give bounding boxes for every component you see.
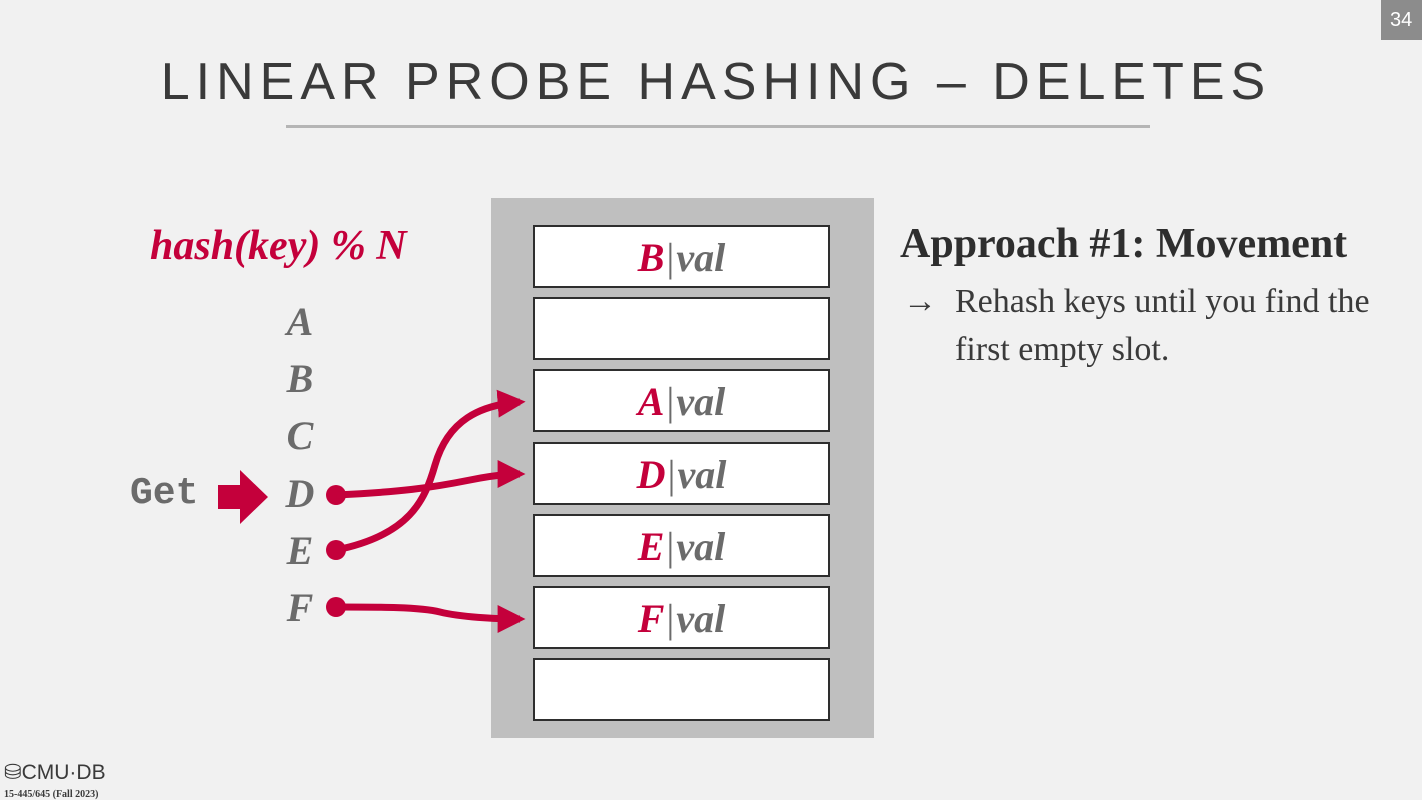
slide-title: LINEAR PROBE HASHING – DELETES bbox=[160, 53, 1272, 111]
slot-value: val bbox=[677, 452, 727, 497]
key-b: B bbox=[286, 356, 314, 401]
slot-6 bbox=[533, 658, 830, 721]
slot-0: B|val bbox=[533, 225, 830, 288]
slot-3: D|val bbox=[533, 442, 830, 505]
slot-2: A|val bbox=[533, 369, 830, 432]
key-d: D bbox=[285, 471, 315, 516]
slot-separator: | bbox=[666, 524, 675, 569]
slot-separator: | bbox=[667, 452, 676, 497]
slot-value: val bbox=[676, 524, 726, 569]
slot-separator: | bbox=[666, 379, 675, 424]
title-underline bbox=[286, 125, 1150, 128]
slot-key: E bbox=[637, 524, 665, 569]
arrow-e-to-slot bbox=[335, 389, 526, 554]
course-label: 15-445/645 (Fall 2023) bbox=[4, 789, 99, 800]
key-e: E bbox=[286, 528, 314, 573]
arrow-f-to-slot bbox=[335, 603, 526, 633]
slot-value: val bbox=[676, 596, 726, 641]
hash-function-label: hash(key) % N bbox=[150, 223, 407, 269]
slot-key: D bbox=[636, 452, 666, 497]
approach-bullet: → Rehash keys until you find the first e… bbox=[903, 278, 1403, 374]
bullet-text: Rehash keys until you find the first emp… bbox=[955, 283, 1370, 368]
slot-key: A bbox=[637, 379, 665, 424]
slot-1 bbox=[533, 297, 830, 360]
arrow-d-to-slot bbox=[335, 460, 526, 499]
get-arrow-icon bbox=[218, 470, 268, 524]
key-f: F bbox=[286, 585, 314, 630]
page-number: 34 bbox=[1381, 0, 1422, 40]
slot-4: E|val bbox=[533, 514, 830, 577]
slot-5: F|val bbox=[533, 586, 830, 649]
key-a: A bbox=[286, 299, 314, 344]
bullet-arrow-icon: → bbox=[903, 283, 937, 320]
key-c: C bbox=[286, 413, 314, 458]
cmu-db-logo: ⛁CMU·DB bbox=[4, 760, 106, 785]
get-label: Get bbox=[130, 472, 199, 515]
logo-text: CMU·DB bbox=[21, 761, 106, 784]
database-icon: ⛁ bbox=[4, 761, 22, 784]
slot-key: F bbox=[637, 596, 665, 641]
slot-value: val bbox=[676, 235, 726, 280]
slot-value: val bbox=[676, 379, 726, 424]
slot-separator: | bbox=[666, 235, 675, 280]
slot-separator: | bbox=[666, 596, 675, 641]
slot-key: B bbox=[637, 235, 665, 280]
approach-title: Approach #1: Movement bbox=[900, 221, 1348, 267]
